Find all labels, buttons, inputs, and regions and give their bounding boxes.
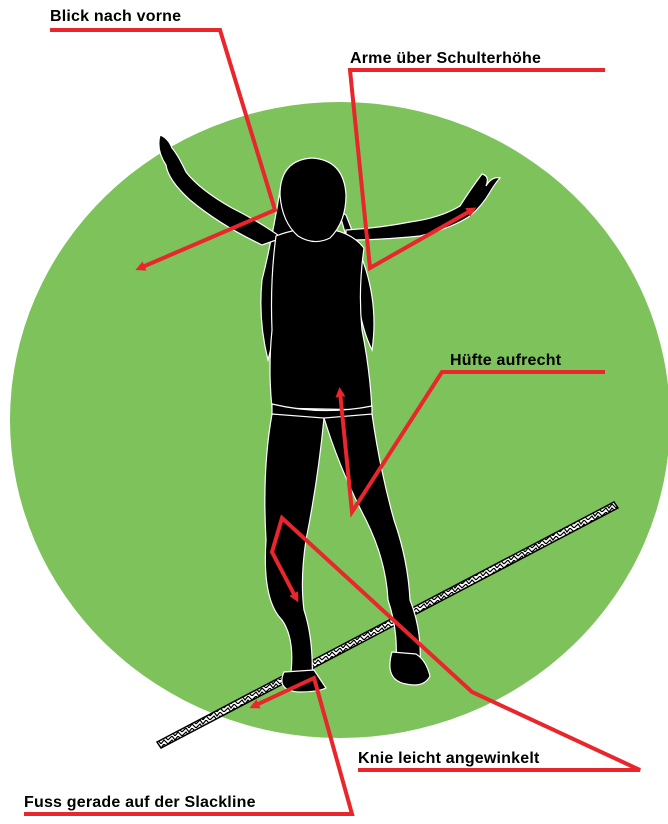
label-hips: Hüfte aufrecht	[450, 352, 561, 370]
label-gaze: Blick nach vorne	[50, 8, 181, 26]
label-feet: Fuss gerade auf der Slackline	[24, 794, 256, 812]
label-knees: Knie leicht angewinkelt	[358, 750, 540, 768]
label-arms: Arme über Schulterhöhe	[350, 50, 541, 68]
